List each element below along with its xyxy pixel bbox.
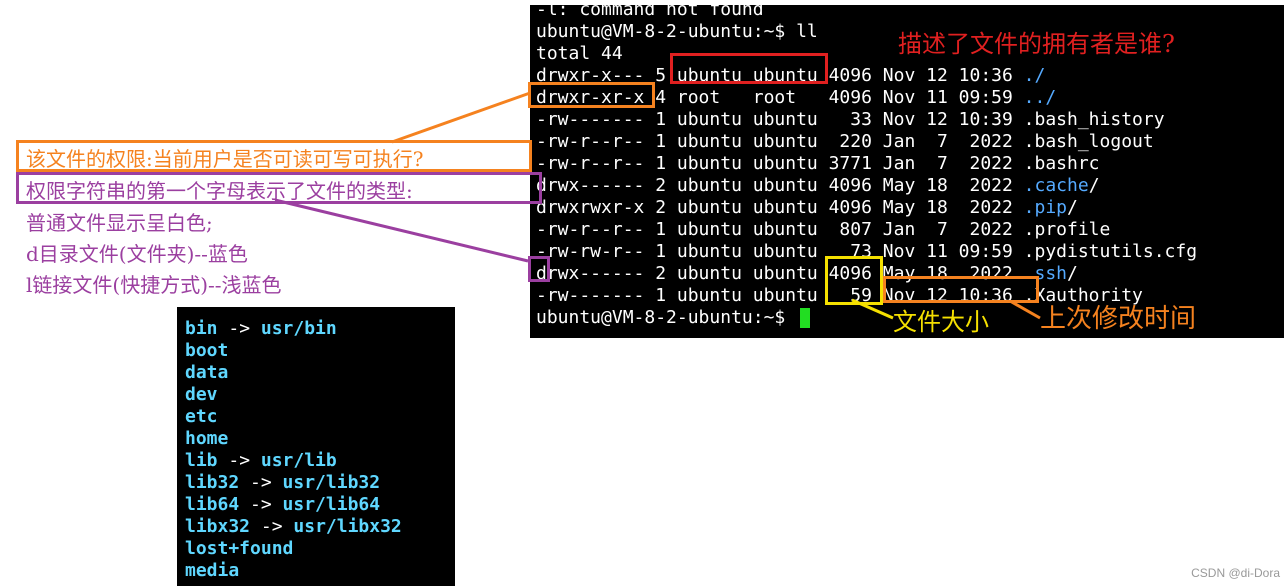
entry-name: home xyxy=(185,428,229,449)
root-listing-entry: media xyxy=(185,560,239,582)
terminal-line-text: ubuntu@VM-8-2-ubuntu:~$ xyxy=(536,307,797,328)
root-listing-entry: lost+found xyxy=(185,538,293,560)
root-listing-entry: dev xyxy=(185,384,218,406)
root-listing-entry: etc xyxy=(185,406,218,428)
terminal-line-text: drwxr-x--- 5 ubuntu ubuntu 4096 Nov 12 1… xyxy=(536,65,1024,86)
terminal-line-text: total 44 xyxy=(536,43,623,64)
entry-name: dev xyxy=(185,384,218,405)
directory-suffix: / xyxy=(1088,175,1100,196)
terminal-line-text: -rw-rw-r-- 1 ubuntu ubuntu 73 Nov 11 09:… xyxy=(536,241,1198,262)
terminal-line: -rw-rw-r-- 1 ubuntu ubuntu 73 Nov 11 09:… xyxy=(536,241,1197,263)
link-target: usr/bin xyxy=(260,318,337,339)
terminal-line-text: drwx------ 2 ubuntu ubuntu 4096 May 18 2… xyxy=(536,175,1024,196)
terminal-line: -rw-r--r-- 1 ubuntu ubuntu 807 Jan 7 202… xyxy=(536,219,1110,241)
entry-name: lib64 xyxy=(185,494,240,515)
link-arrow: -> xyxy=(239,472,283,493)
terminal-line: -rw-r--r-- 1 ubuntu ubuntu 220 Jan 7 202… xyxy=(536,131,1154,153)
type-note-box xyxy=(16,172,542,204)
link-arrow: -> xyxy=(250,516,294,537)
permission-question-box xyxy=(16,140,532,172)
mtime-highlight-box xyxy=(883,276,1039,303)
terminal-line: drwxrwxr-x 2 ubuntu ubuntu 4096 May 18 2… xyxy=(536,197,1078,219)
entry-name: boot xyxy=(185,340,229,361)
terminal-line: drwx------ 2 ubuntu ubuntu 4096 May 18 2… xyxy=(536,175,1100,197)
link-arrow: -> xyxy=(217,318,261,339)
terminal-line: -l: command not found xyxy=(536,5,764,21)
watermark: CSDN @di-Dora xyxy=(1191,566,1280,580)
owner-question-label: 描述了文件的拥有者是谁? xyxy=(898,30,1175,58)
terminal-line-text: drwxrwxr-x 2 ubuntu ubuntu 4096 May 18 2… xyxy=(536,197,1024,218)
terminal-line: drwxr-x--- 5 ubuntu ubuntu 4096 Nov 12 1… xyxy=(536,65,1045,87)
entry-name: lib xyxy=(185,450,218,471)
terminal-line-text: -l: command not found xyxy=(536,5,764,20)
root-listing-entry: libx32 -> usr/libx32 xyxy=(185,516,402,538)
terminal-cursor xyxy=(800,308,811,328)
root-listing-entry: lib32 -> usr/lib32 xyxy=(185,472,380,494)
link-arrow: -> xyxy=(239,494,283,515)
entry-name: lost+found xyxy=(185,538,294,559)
directory-name: .cache xyxy=(1023,175,1089,196)
directory-file-note: d目录文件(文件夹)--蓝色 xyxy=(26,242,248,266)
entry-name: etc xyxy=(185,406,218,427)
permission-question-label: 该文件的权限:当前用户是否可读可写可执行? xyxy=(26,147,424,171)
terminal-line-text: -rw-r--r-- 1 ubuntu ubuntu 3771 Jan 7 20… xyxy=(536,153,1100,174)
directory-suffix: / xyxy=(1067,197,1078,218)
link-target: usr/lib xyxy=(260,450,337,471)
link-target: usr/libx32 xyxy=(293,516,402,537)
root-listing-entry: data xyxy=(185,362,228,384)
root-listing-entry: bin -> usr/bin xyxy=(185,318,337,340)
regular-file-note: 普通文件显示呈白色; xyxy=(26,211,213,235)
directory-name: ../ xyxy=(1023,87,1057,108)
terminal-line-text: -rw-r--r-- 1 ubuntu ubuntu 807 Jan 7 202… xyxy=(536,219,1111,240)
entry-name: data xyxy=(185,362,229,383)
file-size-label: 文件大小 xyxy=(893,308,989,336)
root-listing-entry: home xyxy=(185,428,228,450)
type-note-label: 权限字符串的第一个字母表示了文件的类型: xyxy=(26,179,413,203)
directory-suffix: / xyxy=(1067,263,1078,284)
link-arrow: -> xyxy=(217,450,261,471)
terminal-line: total 44 xyxy=(536,43,623,65)
link-file-note: l链接文件(快捷方式)--浅蓝色 xyxy=(26,273,282,297)
terminal-line: -rw------- 1 ubuntu ubuntu 33 Nov 12 10:… xyxy=(536,109,1165,131)
terminal-line: ubuntu@VM-8-2-ubuntu:~$ ll xyxy=(536,21,818,43)
link-target: usr/lib32 xyxy=(282,472,381,493)
terminal-line: drwxr-xr-x 4 root root 4096 Nov 11 09:59… xyxy=(536,87,1056,109)
terminal-line: -rw-r--r-- 1 ubuntu ubuntu 3771 Jan 7 20… xyxy=(536,153,1100,175)
root-listing-entry: lib64 -> usr/lib64 xyxy=(185,494,380,516)
entry-name: media xyxy=(185,560,240,581)
entry-name: lib32 xyxy=(185,472,240,493)
terminal-line-text: -rw------- 1 ubuntu ubuntu 33 Nov 12 10:… xyxy=(536,109,1165,130)
root-listing-entry: boot xyxy=(185,340,228,362)
root-listing-entry: lib -> usr/lib xyxy=(185,450,337,472)
entry-name: libx32 xyxy=(185,516,251,537)
terminal-line-text: -rw-r--r-- 1 ubuntu ubuntu 220 Jan 7 202… xyxy=(536,131,1154,152)
permission-highlight-box xyxy=(528,82,655,108)
type-letter-highlight-box xyxy=(528,256,550,282)
terminal-line-text: ubuntu@VM-8-2-ubuntu:~$ ll xyxy=(536,21,818,42)
modified-time-label: 上次修改时间 xyxy=(1040,304,1197,334)
directory-name: ./ xyxy=(1023,65,1046,86)
link-target: usr/lib64 xyxy=(282,494,381,515)
size-highlight-box xyxy=(825,256,883,305)
entry-name: bin xyxy=(185,318,218,339)
terminal-line-text: drwxr-xr-x 4 root root 4096 Nov 11 09:59 xyxy=(536,87,1024,108)
directory-name: .pip xyxy=(1023,197,1068,218)
owner-highlight-box xyxy=(670,53,828,84)
terminal-line: ubuntu@VM-8-2-ubuntu:~$ xyxy=(536,307,811,329)
